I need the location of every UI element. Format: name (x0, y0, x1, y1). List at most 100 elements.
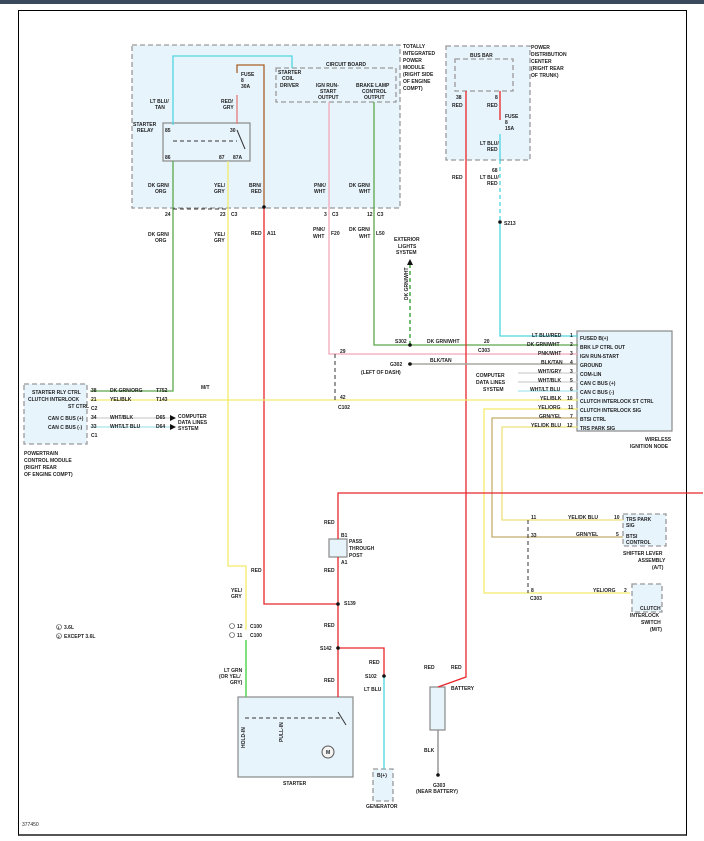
wire-label-lt-blu-tan-1: TAN (155, 105, 165, 111)
splice-s213-label: S213 (504, 221, 516, 227)
splice-s102-label: S102 (365, 674, 377, 680)
starter-relay[interactable] (162, 122, 251, 162)
win-wire-1: DK GRN/WHT (527, 342, 560, 348)
c100-pin-11: 11 (237, 633, 243, 639)
wire-red-a11[interactable] (263, 207, 338, 605)
c3-pin-12: 12 (367, 212, 373, 218)
wire-dk-grn-org[interactable] (90, 161, 174, 392)
pull-in-label: PULL-IN (279, 722, 285, 742)
pdc-lt-blu-red-2: LT BLU/ (480, 175, 499, 181)
battery[interactable] (429, 686, 446, 731)
wire-yel-dk-blu[interactable] (501, 426, 623, 521)
pdc-lt-blu-red-3: RED (487, 181, 498, 187)
wire-red-pdc-battery[interactable] (437, 91, 467, 688)
wire-lt-blu-tan[interactable] (172, 55, 293, 125)
wire-label-dk-grn-org-3: ORG (155, 238, 167, 244)
win-name-6: CAN C BUS (-) (580, 390, 614, 396)
relay-pin-86: 86 (165, 155, 171, 161)
wire-label-red-a11: RED (251, 231, 262, 237)
wire-label-pnk-wht-1: WHT (314, 189, 325, 195)
win-wire-10: YEL/DK BLU (531, 423, 561, 429)
wire-label-dash-grn: DK GRN/WHT (404, 268, 410, 301)
win-name-2: IGN RUN-START (580, 354, 619, 360)
arrow-right-icon (170, 415, 176, 421)
pass-through-post[interactable] (328, 538, 348, 558)
pcm-cdl-0: COMPUTER (178, 414, 207, 420)
generator-label: GENERATOR (366, 804, 398, 810)
win-wire-5: WHT/BLK (538, 378, 561, 384)
win-dkgrnwht-label: DK GRN/WHT (427, 339, 460, 345)
battery-red-a: RED (424, 665, 435, 671)
pdc-lt-blu-red-0: LT BLU/ (480, 141, 499, 147)
win-wire-8: YEL/ORG (538, 405, 561, 411)
win-blktan-label: BLK/TAN (430, 358, 452, 364)
wire-yel-org[interactable] (483, 408, 630, 594)
c303-pin-20: 20 (484, 339, 490, 345)
pcm-label-3: OF ENGINE COMPT) (24, 472, 73, 478)
c3-pin-3: 3 (324, 212, 327, 218)
circuit-board-label: CIRCUIT BOARD (326, 62, 366, 68)
fuse-30a-0: FUSE (241, 72, 255, 78)
wire-label-yel-gry-3: GRY (214, 238, 225, 244)
pcm-wire-1: YEL/BLK (110, 397, 132, 403)
pcm-module[interactable] (23, 383, 88, 445)
pt-label-0: PASS (349, 539, 363, 545)
starter-label: STARTER (283, 781, 307, 787)
legend-circle-1 (56, 624, 62, 630)
wire-label-dk-grn-wht-2: DK GRN/ (349, 227, 371, 233)
g303-loc: (NEAR BATTERY) (416, 789, 458, 795)
pcm-circuit-4: D64 (156, 424, 165, 430)
win-pin-2: 3 (570, 351, 573, 357)
circuit-board[interactable] (275, 67, 397, 103)
clutch-switch-module[interactable] (631, 583, 663, 613)
starter-module[interactable] (237, 696, 354, 778)
ext-lights-0: EXTERIOR (394, 237, 420, 243)
win-cdl-2: SYSTEM (483, 387, 504, 393)
bus-bar[interactable] (454, 58, 514, 92)
wire-grn-yel[interactable] (491, 417, 623, 538)
pdc-red-b: RED (487, 103, 498, 109)
wire-lt-blu-red-b[interactable] (499, 222, 578, 337)
pcm-wire-4: WHT/LT BLU (110, 424, 141, 430)
c100-label-a: C100 (250, 624, 262, 630)
pdc-red-a: RED (452, 103, 463, 109)
wire-label-yel-gry-1: GRY (214, 189, 225, 195)
pt-pin-a1: A1 (341, 560, 348, 566)
shifter-module[interactable] (622, 513, 667, 547)
wire-dk-grn-wht[interactable] (373, 102, 578, 346)
wire-red-top[interactable] (337, 492, 703, 539)
wire-yel-gry[interactable] (227, 161, 247, 630)
battery-label: BATTERY (451, 686, 475, 692)
ign-output-2: OUTPUT (318, 95, 339, 101)
win-pin-5: 5 (570, 378, 573, 384)
diagram-id: 377450 (22, 822, 39, 828)
tipm-label-5: OF ENGINE (403, 79, 431, 85)
win-wire-9: GRN/YEL (539, 414, 561, 420)
win-name-3: GROUND (580, 363, 603, 369)
fuse-30a-1: 8 (241, 78, 244, 84)
wire-brn-red[interactable] (236, 64, 265, 207)
c100-label-b: C100 (250, 633, 262, 639)
wire-label-yel-gry-0: YEL/ (214, 183, 226, 189)
wire-red-s142[interactable] (338, 647, 385, 676)
wire-label-pnk-wht-0: PNK/ (314, 183, 327, 189)
wire-label-red-gry-1: GRY (223, 105, 234, 111)
brake-output-1: CONTROL (362, 89, 387, 95)
pcm-pin-name-2: ST CTRL (68, 404, 89, 410)
c303-label-a: C303 (478, 348, 490, 354)
clutch-pin: 2 (624, 588, 627, 594)
pcm-circuit-1: T143 (156, 397, 168, 403)
pcm-circuit-0: T752 (156, 388, 168, 394)
starter-relay-0: STARTER (133, 122, 157, 128)
win-module[interactable] (576, 330, 673, 432)
mt-label: M/T (201, 385, 210, 391)
ign-output-1: START (320, 89, 336, 95)
lt-blu-label: LT BLU (364, 687, 382, 693)
wire-pnk-wht[interactable] (328, 102, 578, 355)
win-pin-list: LT BLU/RED 1 FUSED B(+) DK GRN/WHT 2 BRK… (527, 333, 654, 432)
generator-module[interactable] (372, 768, 394, 802)
ext-lights-2: SYSTEM (396, 250, 417, 256)
win-pin-9: 7 (570, 414, 573, 420)
coil-driver-1: COIL (282, 76, 294, 82)
ext-lights-1: LIGHTS (398, 244, 417, 250)
